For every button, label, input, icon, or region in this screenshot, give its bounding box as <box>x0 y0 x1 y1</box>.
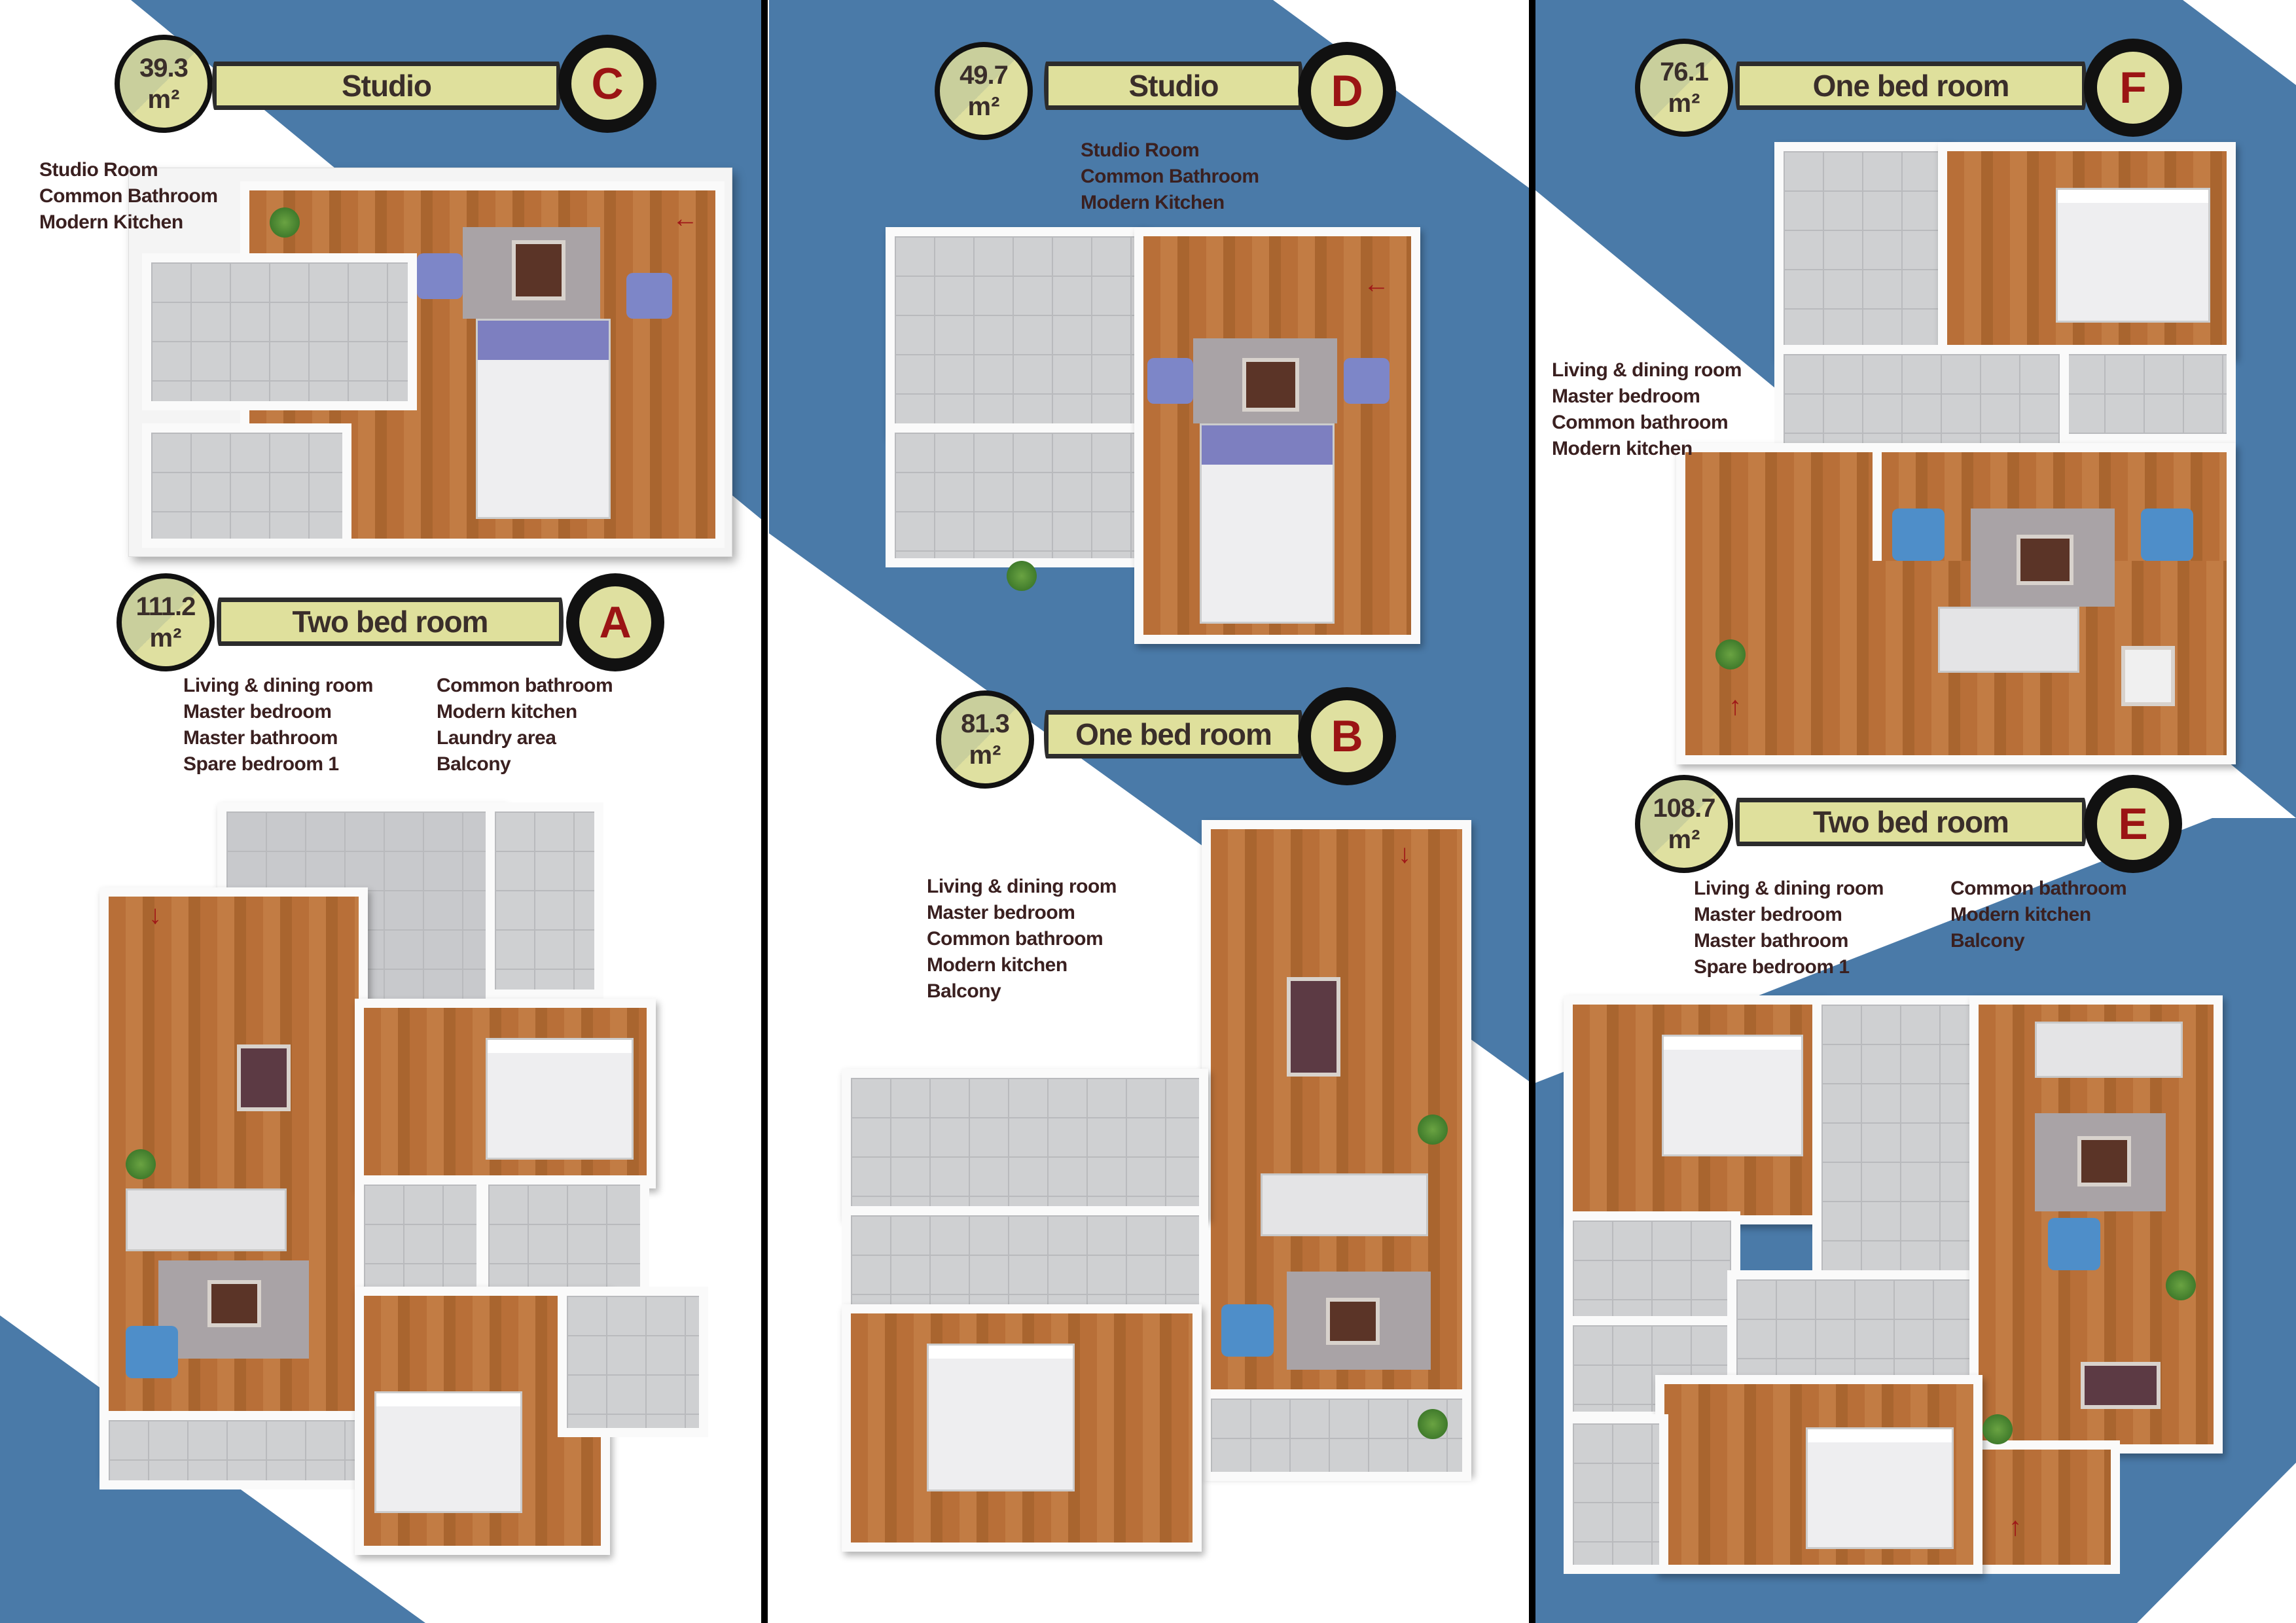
sofa <box>1938 607 2079 673</box>
bed <box>1806 1427 1954 1549</box>
bed <box>2056 188 2210 323</box>
floor-plan-c: ← <box>129 168 732 556</box>
armchair <box>1221 1304 1274 1357</box>
common-bathroom <box>2056 345 2236 443</box>
bathroom <box>886 423 1147 567</box>
unit-type-banner: Two bed room <box>217 597 564 646</box>
kitchen <box>1812 995 1982 1283</box>
common-bathroom <box>842 1206 1208 1317</box>
kitchen <box>142 253 417 410</box>
entry-arrow: ← <box>672 204 698 233</box>
unit-type-banner: One bed room <box>1735 62 2087 110</box>
living-dining-room <box>99 887 368 1476</box>
plant <box>1418 1409 1448 1439</box>
floor-plan-e: ↑ <box>1564 995 2223 1574</box>
unit-letter-badge: E <box>2084 775 2182 873</box>
sofa <box>1261 1173 1428 1236</box>
dining-table <box>1287 977 1340 1077</box>
table <box>207 1280 261 1327</box>
plant <box>2166 1270 2196 1300</box>
floor-plan-f: ↑ <box>1676 142 2236 764</box>
bed <box>1662 1035 1803 1156</box>
armchair <box>417 253 463 299</box>
armchair <box>2141 508 2193 561</box>
bed <box>927 1344 1075 1491</box>
plant <box>1982 1414 2013 1444</box>
armchair <box>2048 1218 2100 1270</box>
armchair <box>126 1326 178 1378</box>
plant <box>1007 561 1037 591</box>
kitchen <box>886 227 1147 437</box>
kitchen <box>842 1069 1208 1219</box>
armchair <box>626 273 672 319</box>
table <box>2077 1136 2131 1186</box>
table <box>512 240 565 300</box>
entry-arrow: ↓ <box>1398 840 1411 868</box>
plant <box>270 207 300 238</box>
unit-letter-badge: C <box>558 35 656 133</box>
unit-type-banner: Studio <box>212 62 561 110</box>
bed <box>476 319 611 519</box>
laundry-area <box>486 802 603 999</box>
unit-type-banner: Studio <box>1044 62 1303 110</box>
plant <box>126 1149 156 1179</box>
floor-plan-b: ↓ <box>842 820 1471 1552</box>
unit-letter-badge: B <box>1298 687 1396 785</box>
floor-plan-a: ↓ <box>99 802 710 1559</box>
unit-type-banner: One bed room <box>1044 710 1303 758</box>
dining-table <box>2121 646 2175 706</box>
table <box>2017 535 2073 585</box>
bed <box>486 1038 634 1160</box>
unit-type-banner: Two bed room <box>1735 798 2087 846</box>
table <box>1326 1298 1380 1345</box>
plant <box>1715 639 1746 669</box>
bed <box>1200 423 1335 624</box>
balcony <box>1564 1414 1668 1574</box>
armchair <box>1147 358 1193 404</box>
sofa <box>2035 1022 2183 1078</box>
bed <box>374 1391 522 1513</box>
armchair <box>1344 358 1390 404</box>
entry-arrow: ↑ <box>2009 1512 2022 1541</box>
bathroom <box>558 1287 708 1437</box>
floor-plan-d: ← <box>886 227 1420 644</box>
plant <box>1418 1115 1448 1145</box>
unit-letter-badge: A <box>566 573 664 671</box>
panel-divider <box>1529 0 1535 1623</box>
entry-arrow: ↑ <box>1729 692 1742 721</box>
unit-letter-badge: D <box>1298 42 1396 140</box>
bathroom <box>142 423 351 548</box>
balcony <box>1202 1389 1471 1481</box>
living-dining-room <box>1202 820 1471 1474</box>
kitchen <box>1774 142 1951 358</box>
sofa <box>126 1188 287 1251</box>
unit-letter-badge: F <box>2084 39 2182 137</box>
dining-table <box>2081 1362 2161 1409</box>
armchair <box>1892 508 1945 561</box>
entry-arrow: ↓ <box>149 901 162 929</box>
master-bathroom <box>1564 1211 1740 1329</box>
panel-divider <box>761 0 768 1623</box>
hall <box>1727 1270 1989 1388</box>
living-lower <box>1969 1440 2120 1574</box>
dining-table <box>237 1044 291 1111</box>
table <box>1242 358 1299 412</box>
balcony <box>99 1411 368 1489</box>
entry-arrow: ← <box>1363 270 1390 298</box>
